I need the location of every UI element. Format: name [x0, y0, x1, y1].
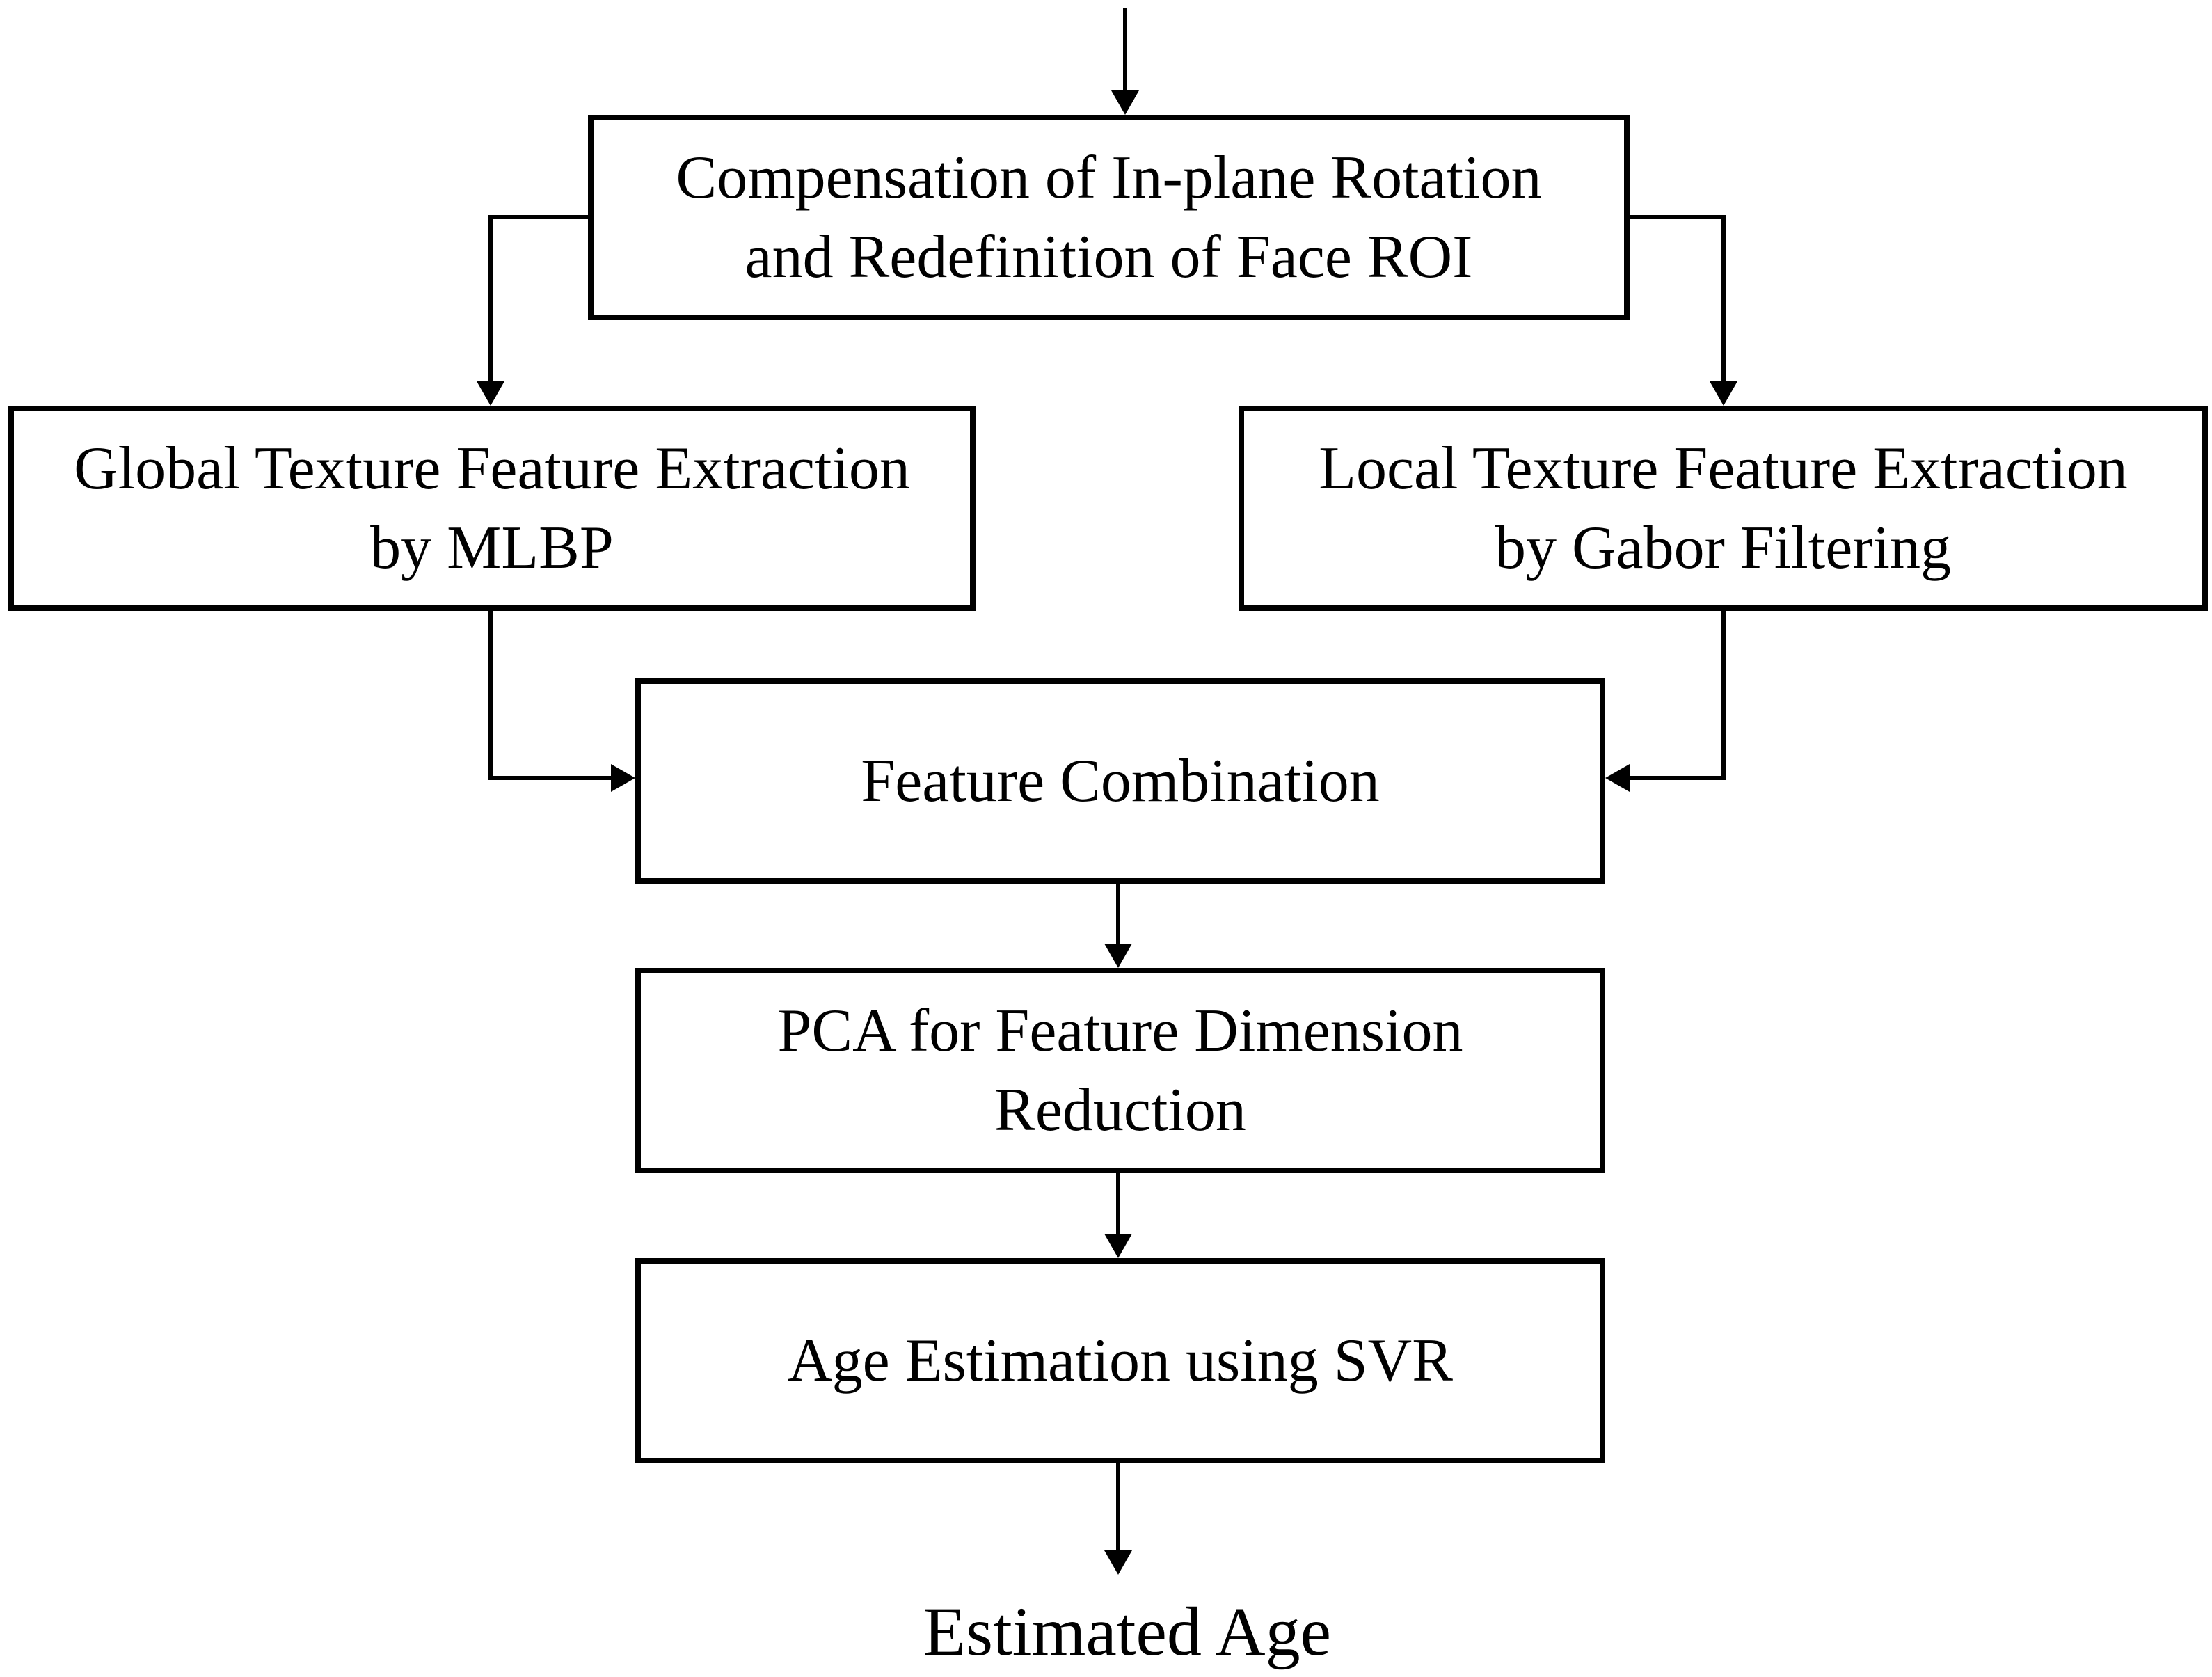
compensation-label-line-1: Compensation of In-plane Rotation — [676, 143, 1542, 212]
feature-combination-label-line-1: Feature Combination — [861, 747, 1380, 815]
global-texture-label: Global Texture Feature Extraction by MLB… — [74, 429, 910, 588]
arrow-age-estimation-to-output — [1104, 1461, 1132, 1575]
age-estimation-box: Age Estimation using SVR — [635, 1258, 1605, 1463]
pca-label-line-1: PCA for Feature Dimension — [777, 996, 1463, 1065]
pca-box: PCA for Feature Dimension Reduction — [635, 968, 1605, 1173]
global-texture-label-line-1: Global Texture Feature Extraction — [74, 434, 910, 502]
arrow-compensation-to-local — [1626, 215, 1737, 406]
pca-label: PCA for Feature Dimension Reduction — [777, 992, 1463, 1150]
pca-label-line-2: Reduction — [994, 1076, 1246, 1144]
compensation-label: Compensation of In-plane Rotation and Re… — [676, 138, 1542, 297]
arrow-local-to-combination — [1605, 609, 1726, 792]
feature-combination-box: Feature Combination — [635, 678, 1605, 884]
arrow-global-to-combination — [488, 609, 635, 792]
local-texture-label: Local Texture Feature Extraction by Gabo… — [1319, 429, 2128, 588]
feature-combination-label: Feature Combination — [861, 742, 1379, 821]
arrow-compensation-to-global — [477, 215, 588, 406]
age-estimation-label-line-1: Age Estimation using SVR — [788, 1326, 1453, 1394]
compensation-label-line-2: and Redefinition of Face ROI — [745, 223, 1473, 291]
global-texture-box: Global Texture Feature Extraction by MLB… — [8, 406, 976, 611]
arrow-pca-to-age-estimation — [1104, 1171, 1132, 1258]
local-texture-label-line-2: by Gabor Filtering — [1495, 514, 1951, 582]
arrow-input-to-compensation — [1111, 8, 1139, 115]
local-texture-label-line-1: Local Texture Feature Extraction — [1319, 434, 2128, 502]
compensation-box: Compensation of In-plane Rotation and Re… — [588, 115, 1630, 320]
estimated-age-output: Estimated Age — [923, 1593, 1331, 1670]
global-texture-label-line-2: by MLBP — [370, 514, 614, 582]
local-texture-box: Local Texture Feature Extraction by Gabo… — [1239, 406, 2208, 611]
age-estimation-label: Age Estimation using SVR — [788, 1321, 1453, 1401]
arrow-combination-to-pca — [1104, 880, 1132, 968]
